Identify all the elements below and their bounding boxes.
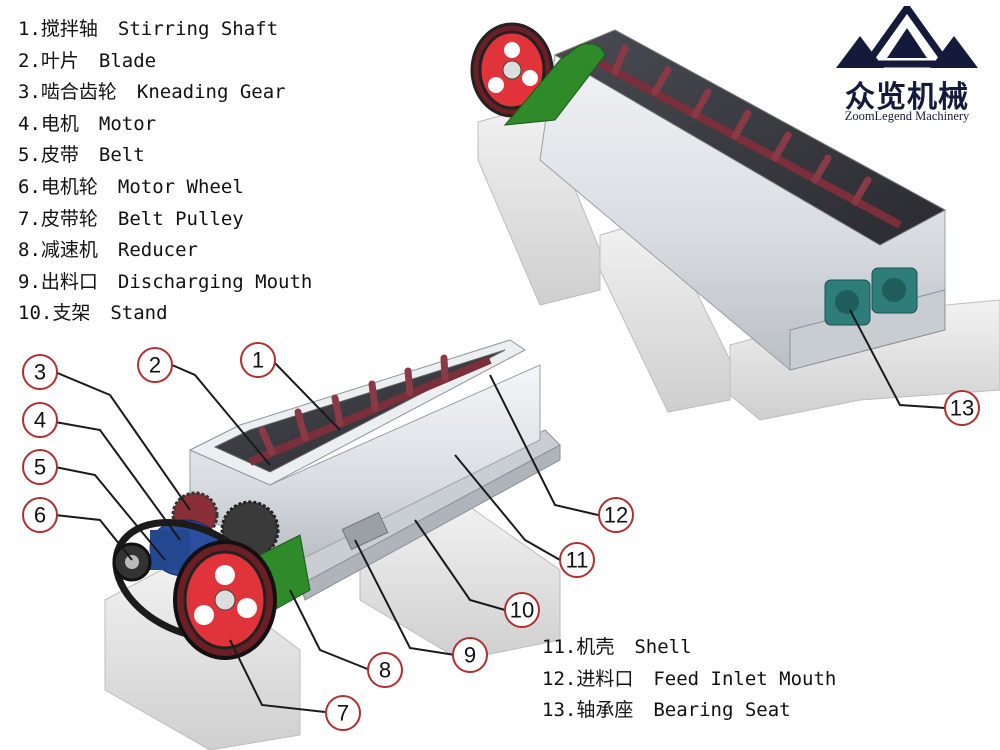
svg-text:4: 4 <box>34 408 46 433</box>
callout-6: 6 <box>23 498 57 532</box>
svg-text:3: 3 <box>34 360 46 385</box>
svg-text:1: 1 <box>252 348 264 373</box>
callout-12: 12 <box>599 498 633 532</box>
front-belt-pulley <box>175 542 275 658</box>
callout-3: 3 <box>23 355 57 389</box>
svg-text:5: 5 <box>34 455 46 480</box>
svg-text:7: 7 <box>337 701 349 726</box>
svg-text:11: 11 <box>566 548 589 573</box>
svg-text:2: 2 <box>149 353 161 378</box>
callout-8: 8 <box>368 653 402 687</box>
svg-text:13: 13 <box>950 396 974 421</box>
callout-10: 10 <box>505 593 539 627</box>
callout-1: 1 <box>241 343 275 377</box>
mountain-logo-icon <box>822 6 992 70</box>
callout-11: 11 <box>560 543 594 577</box>
front-mixer <box>97 340 560 750</box>
brand-logo: 众览机械 ZoomLegend Machinery <box>822 6 992 124</box>
callout-5: 5 <box>23 450 57 484</box>
brand-name-en: ZoomLegend Machinery <box>822 109 992 124</box>
callout-13: 13 <box>945 391 979 425</box>
callout-9: 9 <box>453 638 487 672</box>
svg-text:8: 8 <box>379 658 391 683</box>
svg-text:9: 9 <box>464 643 476 668</box>
callout-7: 7 <box>326 696 360 730</box>
callout-2: 2 <box>138 348 172 382</box>
svg-text:10: 10 <box>510 598 534 623</box>
svg-text:12: 12 <box>604 503 628 528</box>
callout-4: 4 <box>23 403 57 437</box>
svg-text:6: 6 <box>34 503 46 528</box>
